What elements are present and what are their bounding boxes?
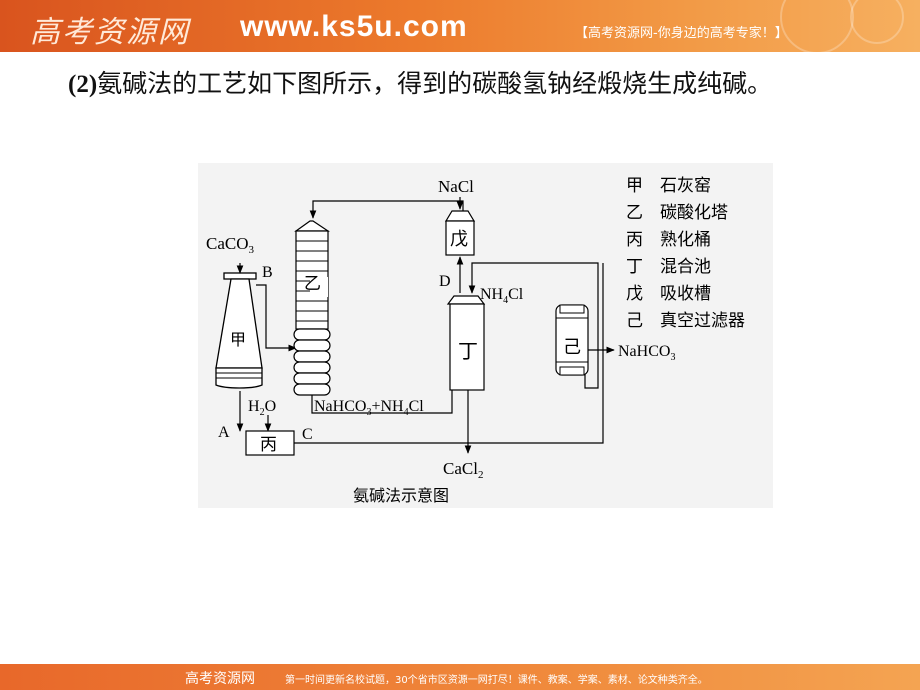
- label-h2o: H2O: [248, 398, 276, 418]
- legend-name: 吸收槽: [660, 284, 711, 304]
- label-caco3: CaCO3: [206, 234, 255, 256]
- label-cacl2: CaCl2: [443, 459, 483, 481]
- footer-logo: 高考资源网: [185, 671, 255, 687]
- unit-label-bing: 丙: [260, 435, 277, 455]
- legend-name: 真空过滤器: [660, 311, 745, 331]
- footer-text: 第一时间更新名校试题，30个省市区资源一网打尽！课件、教案、学案、素材、论文种类…: [285, 675, 708, 686]
- legend-name: 石灰窑: [660, 176, 711, 196]
- pipe-b: [256, 284, 297, 352]
- bottom-banner: 高考资源网 第一时间更新名校试题，30个省市区资源一网打尽！课件、教案、学案、素…: [0, 664, 920, 690]
- question-number: (2): [68, 71, 98, 98]
- banner-slogan: 【高考资源网-你身边的高考专家！】: [575, 26, 788, 41]
- vacuum-filter-ji: 己: [555, 304, 589, 376]
- ammonia-soda-diagram: 甲 CaCO3 B 乙 NaHCO3+NH4Cl NaCl 戊: [198, 163, 773, 512]
- legend-name: 碳酸化塔: [660, 203, 728, 223]
- label-nahco3-nh4cl: NaHCO3+NH4Cl: [314, 398, 424, 418]
- legend-name: 混合池: [660, 257, 711, 277]
- legend-key: 己: [626, 311, 643, 331]
- label-b: B: [262, 264, 273, 281]
- mixing-tank-ding: 丁: [446, 295, 486, 391]
- label-nacl: NaCl: [438, 177, 474, 196]
- question-body: 氨碱法的工艺如下图所示，得到的碳酸氢钠经煅烧生成纯碱。: [97, 69, 773, 98]
- banner-logo: 高考资源网: [30, 15, 190, 50]
- unit-label-yi: 乙: [304, 274, 321, 294]
- lime-kiln-jia: 甲: [215, 263, 263, 389]
- legend-key: 乙: [626, 203, 643, 223]
- pipe-c: [294, 263, 604, 444]
- top-banner: 高考资源网 www.ks5u.com 【高考资源网-你身边的高考专家！】: [0, 0, 920, 54]
- legend: 甲 石灰窑 乙 碳酸化塔 丙 熟化桶 丁 混合池 戊 吸收槽 己 真空过滤器: [626, 176, 745, 331]
- label-a: A: [218, 424, 230, 441]
- legend-name: 熟化桶: [660, 229, 711, 250]
- banner-decoration: [850, 0, 904, 44]
- unit-label-ji: 己: [563, 337, 581, 358]
- question-text: (2)氨碱法的工艺如下图所示，得到的碳酸氢钠经煅烧生成纯碱。: [68, 62, 898, 107]
- unit-label-jia: 甲: [230, 330, 246, 349]
- absorption-tank-wu: 戊: [444, 210, 476, 256]
- diagram-canvas: 甲 CaCO3 B 乙 NaHCO3+NH4Cl NaCl 戊: [198, 163, 773, 508]
- legend-key: 丁: [626, 257, 643, 277]
- legend-key: 甲: [626, 176, 643, 196]
- legend-key: 丙: [626, 230, 643, 250]
- carbonation-tower-yi: 乙: [293, 220, 331, 396]
- label-nh4cl: NH4Cl: [480, 286, 524, 306]
- label-c: C: [302, 426, 313, 443]
- slaking-tank-bing: 丙: [245, 430, 295, 456]
- unit-label-wu: 戊: [450, 229, 468, 250]
- banner-url[interactable]: www.ks5u.com: [240, 10, 468, 43]
- unit-label-ding: 丁: [458, 339, 478, 363]
- diagram-caption: 氨碱法示意图: [353, 486, 449, 505]
- label-d: D: [439, 273, 451, 290]
- pipe-nh4cl-return: [468, 262, 599, 389]
- legend-key: 戊: [626, 284, 643, 304]
- banner-decoration: [780, 0, 854, 54]
- label-nahco3-out: NaHCO3: [618, 343, 675, 363]
